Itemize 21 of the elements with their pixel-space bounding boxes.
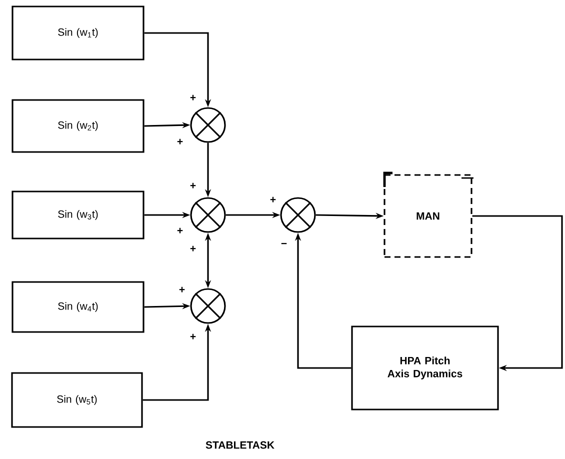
block-box: HPA Pitch Axis Dynamics	[351, 326, 499, 410]
caption: STABLETASK	[206, 441, 274, 449]
sign-label: +	[177, 138, 183, 144]
sign-label: +	[179, 286, 185, 292]
summing-junction	[190, 107, 226, 143]
arrow	[472, 215, 563, 372]
block-box: Sin (w$_{4}$t)	[12, 281, 144, 333]
sign-label: +	[177, 228, 183, 234]
summing-junction	[190, 197, 226, 233]
sign-label: −	[281, 242, 287, 244]
sign-label: +	[190, 182, 196, 188]
sign-label: +	[190, 246, 196, 252]
sign-label: +	[270, 196, 276, 202]
block-box: Sin (w$_{5}$t)	[11, 372, 143, 428]
summing-junction	[190, 288, 226, 324]
summing-junction	[280, 197, 316, 233]
block-box: Sin (w$_{1}$t)	[12, 6, 144, 60]
block-box: Sin (w$_{2}$t)	[12, 99, 144, 153]
block-box: Sin (w$_{3}$t)	[12, 190, 144, 240]
sign-label: +	[190, 334, 196, 340]
man-box: MAN	[384, 174, 472, 258]
